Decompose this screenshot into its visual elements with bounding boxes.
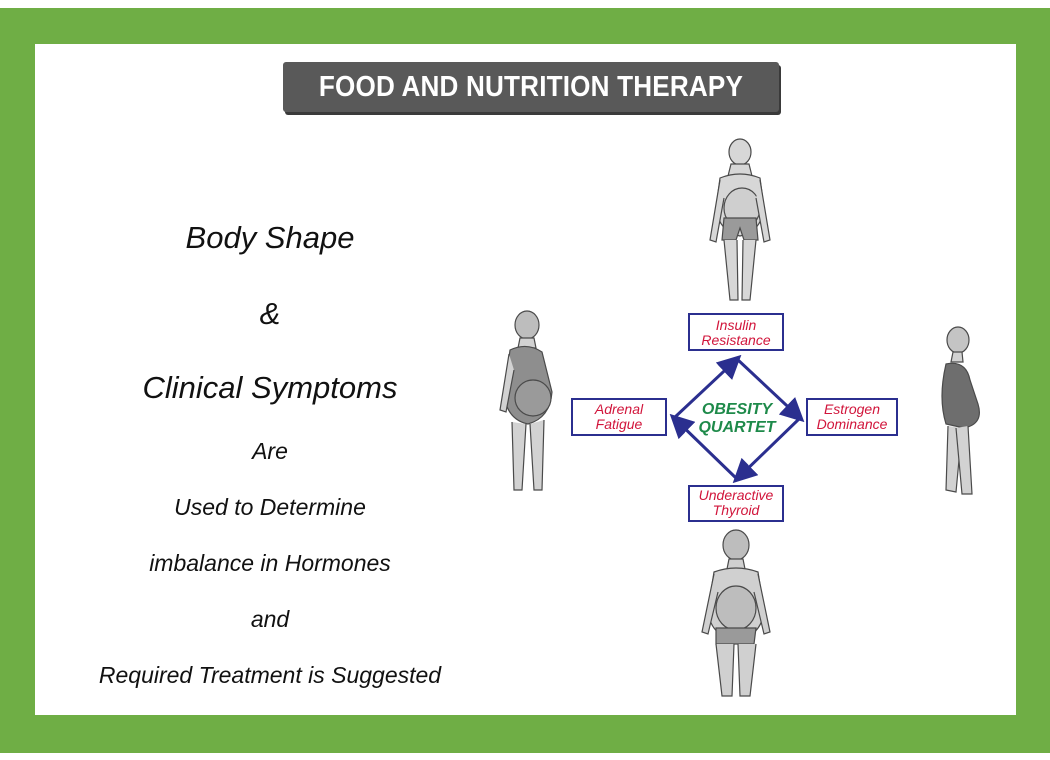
insulin-label: Insulin (716, 317, 757, 333)
insulin-resistance-box: Insulin Resistance (688, 313, 784, 351)
female-body-figure-bottom-icon (701, 529, 771, 697)
text-required-treatment: Required Treatment is Suggested (98, 662, 442, 688)
quartet-label: QUARTET (698, 419, 776, 436)
page-title: FOOD AND NUTRITION THERAPY (318, 71, 744, 103)
underactive-thyroid-box: Underactive Thyroid (688, 485, 784, 522)
adrenal-fatigue-box: Adrenal Fatigue (571, 398, 667, 436)
title-banner (283, 62, 779, 112)
estrogen-label: Estrogen (824, 401, 880, 417)
female-body-figure-left-icon (499, 310, 553, 491)
text-clinical-symptoms: Clinical Symptoms (142, 370, 398, 405)
obesity-quartet-diagram: Insulin Resistance Adrenal Fatigue Estro… (499, 138, 980, 697)
text-body-shape: Body Shape (185, 220, 355, 255)
dominance-label: Dominance (817, 416, 888, 432)
thyroid-label: Thyroid (713, 502, 761, 518)
fatigue-label: Fatigue (596, 416, 643, 432)
female-body-figure-right-icon (941, 326, 980, 495)
cycle-diamond (669, 354, 805, 484)
male-body-figure-icon (709, 138, 771, 301)
text-used-to-determine: Used to Determine (174, 494, 366, 520)
obesity-label: OBESITY (702, 401, 774, 418)
text-are: Are (252, 438, 288, 464)
underactive-label: Underactive (699, 487, 774, 503)
resistance-label: Resistance (701, 332, 770, 348)
text-imbalance-hormones: imbalance in Hormones (149, 550, 391, 576)
text-ampersand: & (259, 296, 281, 331)
text-and: and (250, 606, 290, 632)
estrogen-dominance-box: Estrogen Dominance (806, 398, 898, 436)
adrenal-label: Adrenal (594, 401, 644, 417)
